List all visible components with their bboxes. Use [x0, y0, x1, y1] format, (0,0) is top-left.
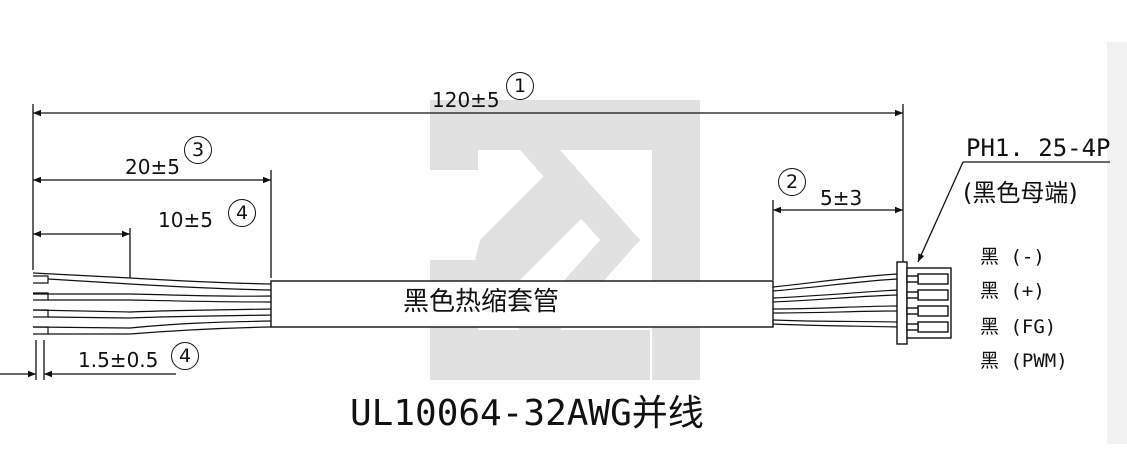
connector-housing: [896, 261, 952, 345]
strip-length-label: 10±5: [158, 208, 213, 232]
right-margin-band: [1107, 42, 1127, 444]
marker-4-strip: 4: [228, 199, 256, 227]
heat-shrink-sleeve: [270, 280, 774, 328]
overall-length-label: 120±5: [432, 88, 500, 112]
sleeve-to-end-label: 20±5: [125, 155, 180, 179]
connector-leader: [917, 161, 1110, 263]
pin-2-label: 黑 (+): [980, 280, 1045, 302]
marker-4-tip: 4: [171, 342, 199, 370]
marker-1: 1: [506, 72, 534, 100]
pin-1-label: 黑 (-): [980, 246, 1045, 268]
connector-gap-label: 5±3: [820, 186, 863, 210]
wires-right: [772, 273, 899, 328]
dimension-lines: [0, 109, 903, 378]
sleeve-label: 黑色热缩套管: [403, 287, 560, 317]
watermark-logo: [430, 100, 700, 380]
connector-model: PH1. 25-4P: [966, 134, 1111, 162]
pin-3-label: 黑 (FG): [980, 316, 1057, 338]
marker-2: 2: [778, 168, 806, 196]
connector-description: (黑色母端): [963, 179, 1078, 207]
tinned-tip-label: 1.5±0.5: [78, 348, 159, 372]
marker-3: 3: [184, 136, 212, 164]
pin-4-label: 黑 (PWM): [980, 350, 1068, 372]
cable-spec: UL10064-32AWG并线: [350, 393, 704, 434]
wires-left: [32, 272, 272, 335]
